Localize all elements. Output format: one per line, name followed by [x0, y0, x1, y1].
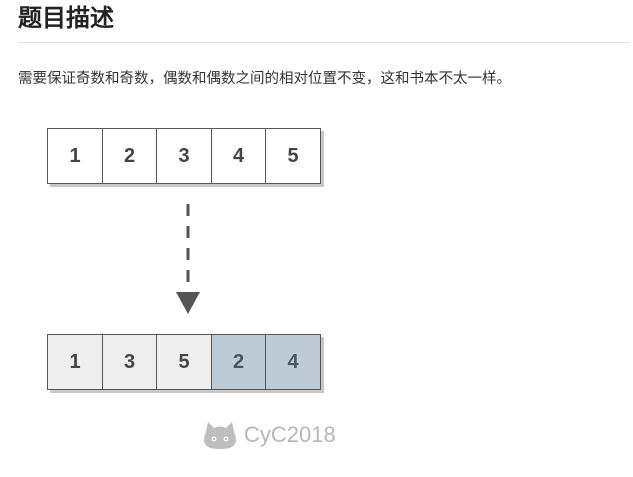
input-array: 1 2 3 4 5 [47, 128, 321, 184]
output-cell: 2 [210, 334, 267, 390]
problem-description: 需要保证奇数和奇数，偶数和偶数之间的相对位置不变，这和书本不太一样。 [18, 71, 511, 87]
output-cell: 1 [47, 334, 103, 390]
section-title: 题目描述 [18, 4, 114, 32]
output-array: 1 3 5 2 4 [47, 334, 321, 390]
title-divider [18, 42, 630, 43]
output-cell: 4 [265, 334, 321, 390]
input-cell: 2 [101, 128, 158, 184]
watermark: CyC2018 [202, 420, 336, 450]
github-cat-icon [202, 420, 238, 450]
output-cell: 5 [156, 334, 212, 390]
input-cell: 3 [156, 128, 212, 184]
down-arrow-icon [176, 204, 200, 314]
output-cell: 3 [101, 334, 158, 390]
input-cell: 4 [210, 128, 267, 184]
watermark-text: CyC2018 [244, 422, 336, 447]
input-cell: 1 [47, 128, 103, 184]
input-cell: 5 [265, 128, 321, 184]
